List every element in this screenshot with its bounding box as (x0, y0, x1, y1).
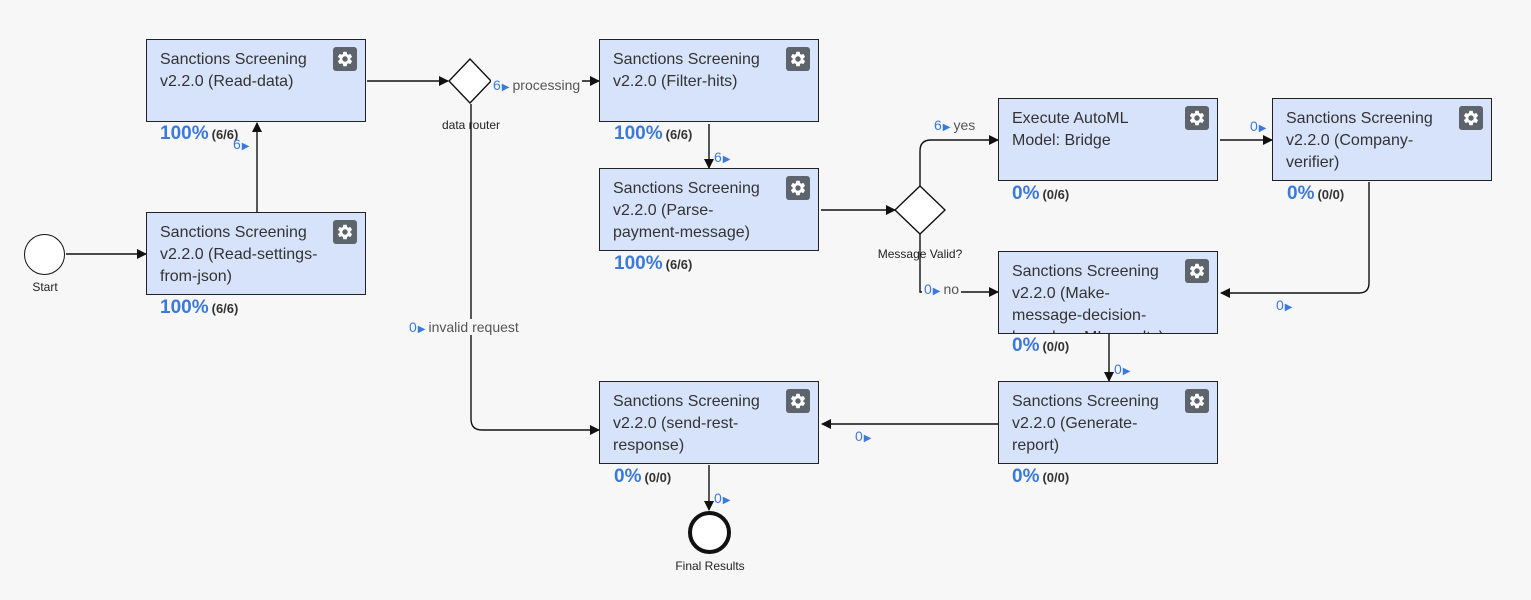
start-event[interactable] (24, 234, 65, 275)
task-parse-payment-message[interactable]: Sanctions Screening v2.2.0 (Parse-paymen… (599, 168, 819, 251)
edge-label-send-to-end: 0▶ (714, 490, 731, 506)
flow-marker-icon: ▶ (241, 141, 250, 152)
task-send-rest-response[interactable]: Sanctions Screening v2.2.0 (send-rest-re… (599, 381, 819, 464)
task-filter-hits[interactable]: Sanctions Screening v2.2.0 (Filter-hits) (599, 39, 819, 122)
data-router-label: data router (441, 118, 501, 132)
edge-valid-yes (919, 135, 999, 186)
task-progress: 0%(0/0) (1012, 335, 1070, 356)
flow-marker-icon: ▶ (863, 433, 872, 444)
task-progress: 100%(6/6) (160, 297, 239, 318)
task-title: Sanctions Screening v2.2.0 (Read-setting… (160, 224, 318, 285)
flow-marker-icon: ▶ (1122, 366, 1131, 377)
edge-invalid-request (470, 104, 600, 435)
flow-marker-icon: ▶ (722, 154, 731, 165)
task-title: Sanctions Screening v2.2.0 (Read-data) (160, 51, 307, 90)
task-progress: 0%(0/6) (1012, 183, 1070, 204)
gear-icon[interactable] (1185, 106, 1209, 130)
edge-label-automl-to-company: 0▶ (1250, 118, 1267, 134)
flow-marker-icon: ▶ (417, 324, 426, 335)
task-generate-report[interactable]: Sanctions Screening v2.2.0 (Generate-rep… (998, 381, 1218, 464)
gear-icon[interactable] (333, 47, 357, 71)
task-title: Sanctions Screening v2.2.0 (Parse-paymen… (613, 180, 760, 241)
message-valid-label: Message Valid? (877, 247, 963, 261)
edge-company-to-decision (1220, 182, 1370, 298)
gateway-data-router (448, 57, 492, 105)
gear-icon[interactable] (333, 220, 357, 244)
task-company-verifier[interactable]: Sanctions Screening v2.2.0 (Company-veri… (1272, 98, 1492, 181)
task-progress: 100%(6/6) (160, 123, 239, 144)
edge-label-decision-to-report: 0▶ (1114, 361, 1131, 377)
flow-marker-icon: ▶ (501, 82, 510, 93)
gear-icon[interactable] (786, 389, 810, 413)
edge-label-company-to-decision: 0▶ (1276, 297, 1293, 313)
task-progress: 0%(0/0) (614, 466, 672, 487)
flow-marker-icon: ▶ (1258, 123, 1267, 134)
edge-label-report-to-send: 0▶ (855, 428, 872, 444)
flow-marker-icon: ▶ (1284, 302, 1293, 313)
edge-label-settings-to-data: 6▶ (233, 136, 250, 152)
flow-marker-icon: ▶ (942, 122, 951, 133)
task-progress: 100%(6/6) (614, 123, 693, 144)
edge-valid-no (919, 234, 999, 297)
task-title: Sanctions Screening v2.2.0 (send-rest-re… (613, 393, 760, 454)
task-make-message-decision[interactable]: Sanctions Screening v2.2.0 (Make-message… (998, 251, 1218, 334)
gear-icon[interactable] (1459, 106, 1483, 130)
task-progress: 0%(0/0) (1012, 466, 1070, 487)
edge-label-yes: 6▶yes (932, 117, 978, 133)
task-title: Execute AutoML Model: Bridge (1012, 110, 1128, 149)
end-event[interactable] (688, 511, 731, 554)
task-read-data[interactable]: Sanctions Screening v2.2.0 (Read-data) (146, 39, 366, 122)
edge-label-processing: 6▶processing (491, 77, 583, 93)
flow-marker-icon: ▶ (722, 495, 731, 506)
end-event-label: Final Results (675, 559, 745, 573)
gear-icon[interactable] (1185, 259, 1209, 283)
task-title: Sanctions Screening v2.2.0 (Company-veri… (1286, 110, 1433, 171)
edge-label-filter-to-parse: 6▶ (714, 149, 731, 165)
task-progress: 0%(0/0) (1287, 183, 1345, 204)
task-progress: 100%(6/6) (614, 253, 693, 274)
task-title: Sanctions Screening v2.2.0 (Make-message… (1012, 263, 1164, 333)
flow-marker-icon: ▶ (932, 286, 941, 297)
gear-icon[interactable] (786, 176, 810, 200)
gateway-message-valid (893, 185, 947, 235)
task-title: Sanctions Screening v2.2.0 (Generate-rep… (1012, 393, 1159, 454)
edge-label-no: 0▶no (922, 281, 962, 297)
edge-label-invalid-request: 0▶invalid request (407, 319, 521, 335)
gear-icon[interactable] (786, 47, 810, 71)
task-read-settings[interactable]: Sanctions Screening v2.2.0 (Read-setting… (146, 212, 366, 295)
start-event-label: Start (32, 280, 58, 294)
task-title: Sanctions Screening v2.2.0 (Filter-hits) (613, 51, 760, 90)
gear-icon[interactable] (1185, 389, 1209, 413)
task-execute-automl[interactable]: Execute AutoML Model: Bridge (998, 98, 1218, 181)
